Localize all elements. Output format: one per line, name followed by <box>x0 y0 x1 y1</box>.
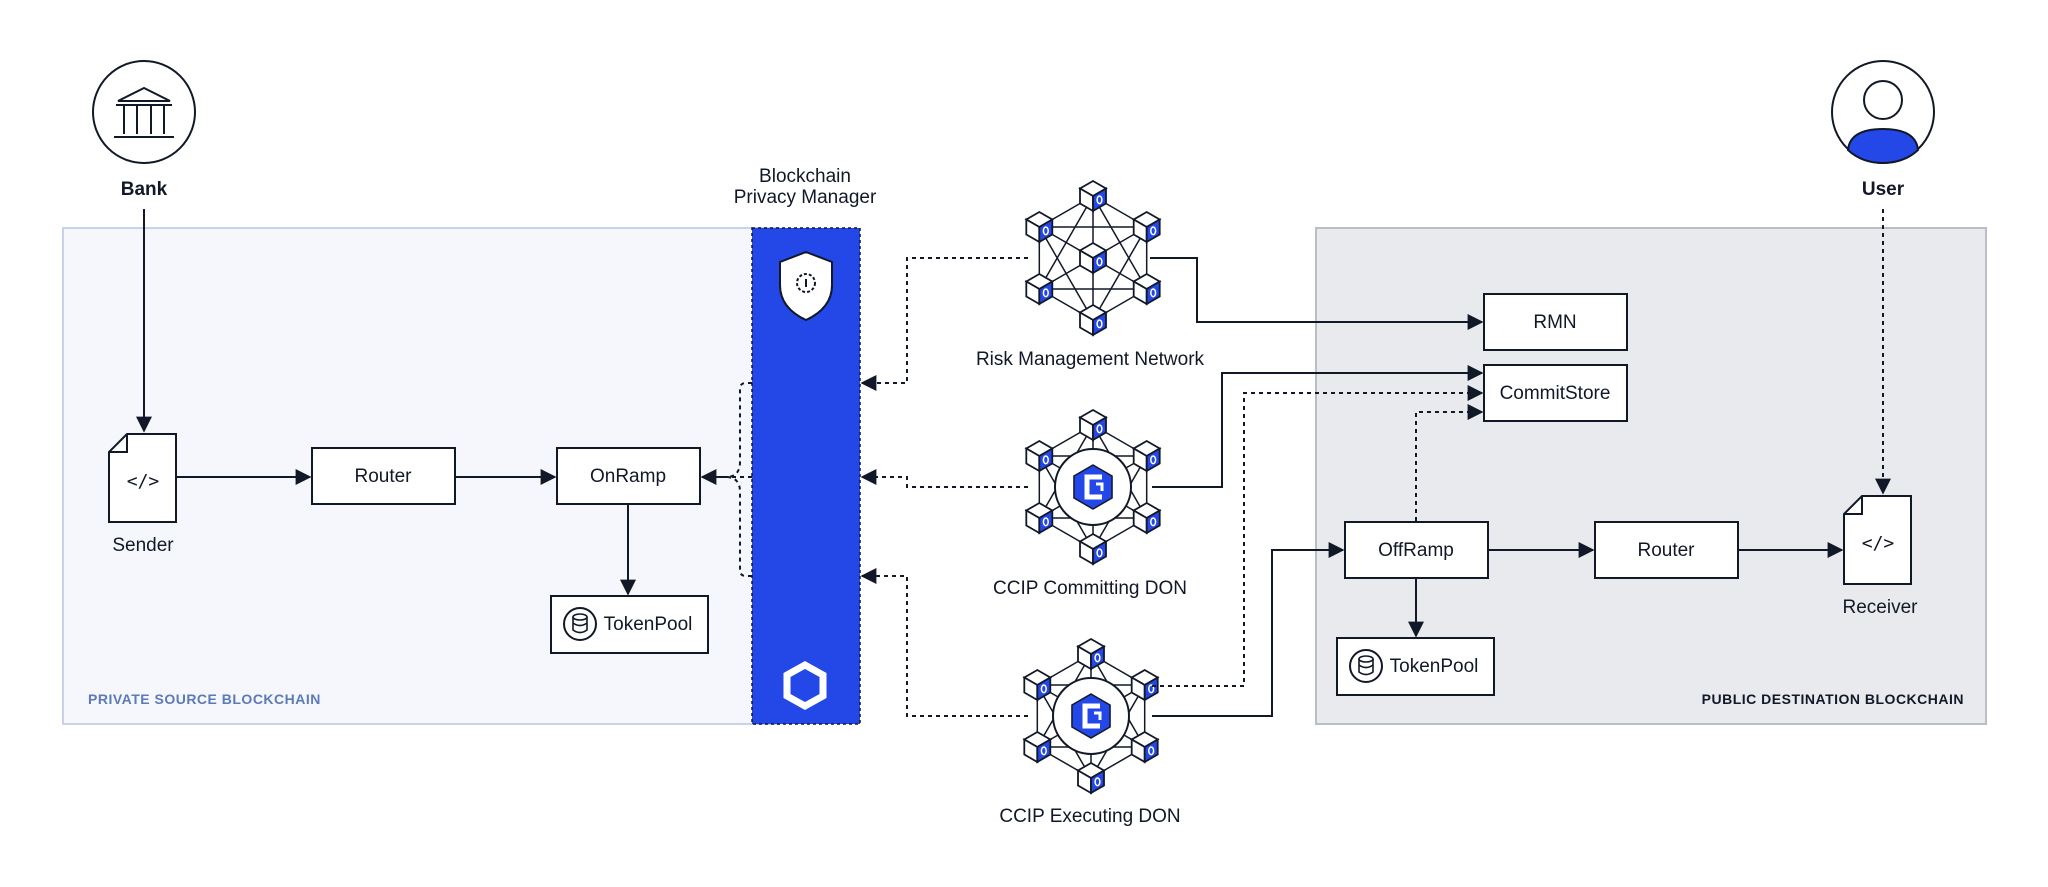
node-cube-icon <box>1132 440 1161 472</box>
node-cube-icon <box>1132 273 1161 305</box>
receiver-code-glyph: </> <box>1862 533 1895 554</box>
edge-privacy-manager-to-onramp-top <box>702 382 752 478</box>
ccip-logo-icon <box>1073 464 1113 510</box>
bank-label: Bank <box>121 179 168 200</box>
offramp-box: OffRamp <box>1344 521 1489 579</box>
coin-stack-icon <box>1349 649 1383 683</box>
ccip-executing-don-label: CCIP Executing DON <box>999 806 1180 827</box>
edge-privacy-manager-to-onramp-bottom <box>702 476 752 577</box>
privacy-manager-label-line1: Blockchain <box>759 166 851 187</box>
user-label: User <box>1862 179 1905 200</box>
onramp-box: OnRamp <box>556 447 701 505</box>
edge-rmn-network-to-rmn <box>1150 257 1484 330</box>
tokenpool-destination-label: TokenPool <box>1390 656 1479 677</box>
node-cube-icon <box>1023 669 1052 701</box>
node-cube-icon <box>1077 638 1105 670</box>
user-icon <box>1831 60 1935 165</box>
edge-executing-don-to-privacy-manager <box>860 568 1028 717</box>
node-cube-icon <box>1079 242 1107 274</box>
rmn-label: RMN <box>1533 312 1576 333</box>
node-cube-icon <box>1077 762 1105 794</box>
network-nodes <box>1025 180 1161 336</box>
receiver-document-icon: </> <box>1843 495 1912 585</box>
node-cube-icon <box>1023 731 1052 763</box>
node-cube-icon <box>1025 440 1054 472</box>
node-cube-icon <box>1079 533 1107 565</box>
risk-management-network-label: Risk Management Network <box>976 349 1205 370</box>
public-zone-label: PUBLIC DESTINATION BLOCKCHAIN <box>1702 691 1964 707</box>
node-cube-icon <box>1130 731 1159 763</box>
sender-code-glyph: </> <box>127 471 160 492</box>
edge-executing-don-to-commitstore <box>1152 385 1484 687</box>
offramp-label: OffRamp <box>1378 540 1454 561</box>
commitstore-box: CommitStore <box>1483 364 1628 422</box>
node-cube-icon <box>1079 180 1107 212</box>
router-destination-label: Router <box>1637 540 1695 561</box>
router-source-label: Router <box>354 466 412 487</box>
node-cube-icon <box>1132 211 1161 243</box>
edge-executing-don-to-offramp <box>1152 542 1345 717</box>
sender-label: Sender <box>112 535 174 556</box>
ccip-executing-don-cluster <box>1023 638 1159 794</box>
rmn-box: RMN <box>1483 293 1628 351</box>
node-cube-icon <box>1025 502 1054 534</box>
router-source-box: Router <box>311 447 456 505</box>
node-cube-icon <box>1025 273 1054 305</box>
edge-offramp-to-commitstore <box>1415 404 1484 521</box>
ccip-committing-don-label: CCIP Committing DON <box>993 578 1187 599</box>
sender-document-icon: </> <box>108 433 177 523</box>
tokenpool-source-box: TokenPool <box>550 595 709 654</box>
tokenpool-destination-box: TokenPool <box>1336 637 1495 696</box>
node-cube-icon <box>1132 502 1161 534</box>
network-link <box>1038 226 1094 321</box>
privacy-manager-label-line2: Privacy Manager <box>734 187 877 208</box>
receiver-label: Receiver <box>1843 597 1919 618</box>
node-cube-icon <box>1079 409 1107 441</box>
edge-committing-don-to-privacy-manager <box>860 469 1028 488</box>
shield-icon <box>779 250 833 322</box>
node-cube-icon <box>1025 211 1054 243</box>
ccip-committing-don-cluster <box>1025 409 1161 565</box>
risk-management-network-cluster <box>1025 180 1161 336</box>
ccip-logo-icon <box>1071 693 1111 739</box>
edge-committing-don-to-commitstore <box>1152 365 1484 488</box>
chainlink-hexagon-icon <box>783 660 827 711</box>
private-zone-label: PRIVATE SOURCE BLOCKCHAIN <box>88 691 321 707</box>
onramp-label: OnRamp <box>590 466 666 487</box>
coin-stack-icon <box>563 607 597 641</box>
router-destination-box: Router <box>1594 521 1739 579</box>
node-cube-icon <box>1079 304 1107 336</box>
tokenpool-source-label: TokenPool <box>604 614 693 635</box>
commitstore-label: CommitStore <box>1500 383 1611 404</box>
bank-icon <box>92 60 196 164</box>
